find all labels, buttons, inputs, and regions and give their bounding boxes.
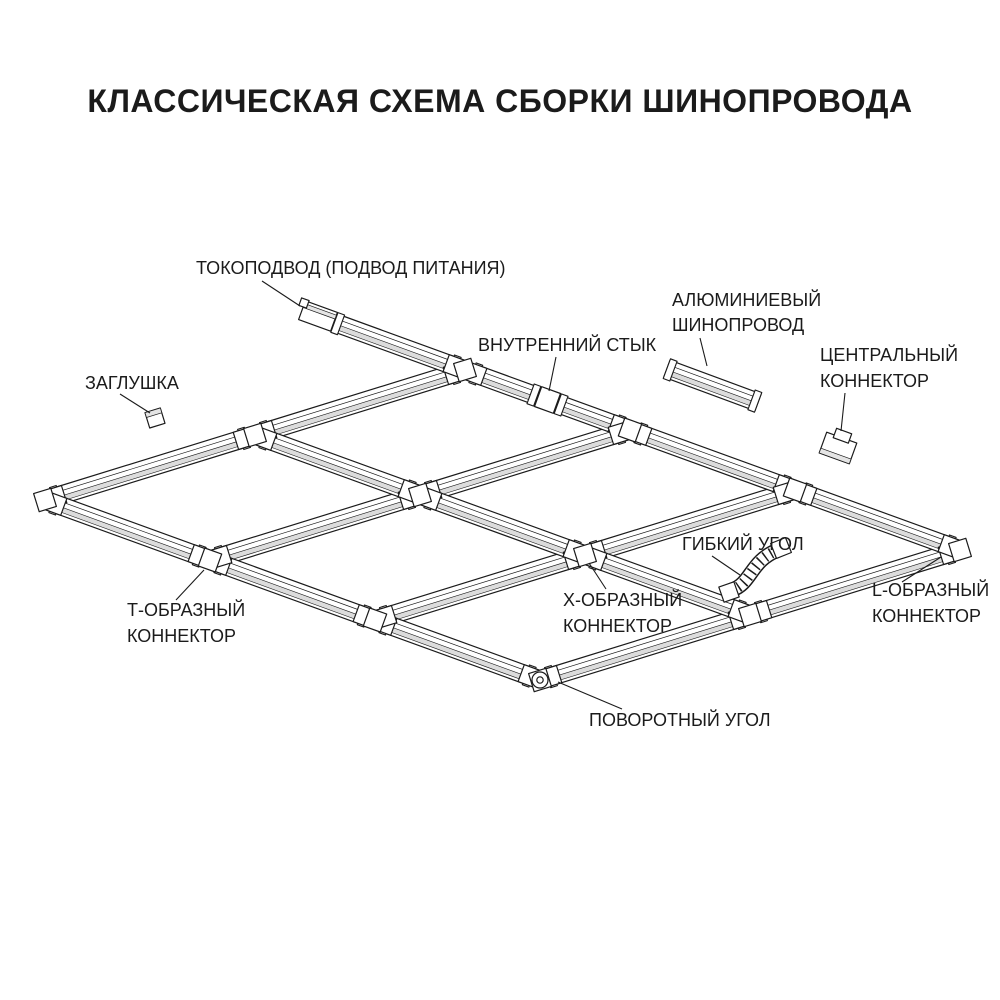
l-connector-piece xyxy=(32,487,58,513)
label-x-connector-line1: Х-ОБРАЗНЫЙ xyxy=(563,589,682,610)
label-central-connector-line1: ЦЕНТРАЛЬНЫЙ xyxy=(820,344,958,365)
leader-central-connector xyxy=(840,392,846,432)
leader-power-feed xyxy=(261,280,301,307)
leader-lines xyxy=(119,280,942,710)
track-rail xyxy=(526,383,542,407)
leader-t-connector xyxy=(175,569,205,601)
track-rail xyxy=(635,433,788,494)
flexible-corner-piece xyxy=(726,544,784,596)
labels: ТОКОПОДВОД (ПОДВОД ПИТАНИЯ) ЗАГЛУШКА ВНУ… xyxy=(85,258,989,730)
track-rail xyxy=(425,498,578,559)
label-inner-joint: ВНУТРЕННИЙ СТЫК xyxy=(478,334,657,355)
leader-rotary-corner xyxy=(557,681,623,710)
track-rail xyxy=(593,553,744,609)
track-rail xyxy=(380,623,533,684)
label-aluminum-busbar-line2: ШИНОПРОВОД xyxy=(672,315,804,335)
l-connector-piece xyxy=(947,537,973,563)
assembly-drawing xyxy=(32,297,973,693)
track-rail xyxy=(427,432,625,499)
power-feed-piece xyxy=(298,297,310,309)
track-rail xyxy=(756,548,952,610)
leader-l-connector xyxy=(901,556,942,583)
leader-inner-joint xyxy=(548,356,557,392)
leader-flexible-corner xyxy=(711,555,741,576)
track-rail xyxy=(428,493,579,549)
track-rail xyxy=(426,428,622,490)
x-connector-piece xyxy=(408,482,432,508)
track-rail xyxy=(381,553,577,615)
track-rail xyxy=(591,488,787,550)
track-rail xyxy=(50,503,203,564)
track-rail xyxy=(262,372,460,439)
leader-end-cap xyxy=(119,393,151,414)
t-connector-piece xyxy=(617,417,643,443)
track-rail xyxy=(638,428,789,484)
x-connector-piece xyxy=(572,542,598,568)
track-rail xyxy=(383,618,534,674)
track-rail xyxy=(260,438,413,499)
t-connector-piece xyxy=(453,357,477,383)
track-rail xyxy=(382,557,580,624)
label-t-connector-line2: КОННЕКТОР xyxy=(127,626,236,646)
track-rail xyxy=(51,433,247,495)
label-rotary-corner: ПОВОРОТНЫЙ УГОЛ xyxy=(589,709,771,730)
track-rail xyxy=(800,493,953,554)
track-rail xyxy=(217,497,415,564)
track-rail xyxy=(261,368,457,430)
t-connector-piece xyxy=(197,547,223,573)
t-connector-piece xyxy=(737,602,763,628)
flexible-corner-piece xyxy=(769,536,793,560)
track-rail xyxy=(546,613,742,675)
t-connector-piece xyxy=(782,477,808,503)
track-rail xyxy=(331,323,458,374)
rotary-corner-piece xyxy=(536,676,544,684)
label-power-feed: ТОКОПОДВОД (ПОДВОД ПИТАНИЯ) xyxy=(196,258,506,278)
track-rail xyxy=(263,433,414,489)
label-x-connector-line2: КОННЕКТОР xyxy=(563,616,672,636)
track-rail xyxy=(335,318,459,364)
central-connector-piece xyxy=(832,427,853,444)
internal-joint-piece xyxy=(533,386,562,414)
label-end-cap: ЗАГЛУШКА xyxy=(85,373,179,393)
track-rail xyxy=(218,558,369,614)
end-cap-piece xyxy=(144,407,163,418)
diagram-title: КЛАССИЧЕСКАЯ СХЕМА СБОРКИ ШИНОПРОВОДА xyxy=(87,83,912,119)
track-rail xyxy=(330,312,346,336)
label-l-connector-line1: L-ОБРАЗНЫЙ xyxy=(872,579,989,600)
track-rail xyxy=(216,493,412,555)
track-rail xyxy=(52,437,250,504)
track-rail xyxy=(53,498,204,554)
flexible-corner-piece xyxy=(729,544,781,596)
aluminum-rail-piece xyxy=(662,358,678,382)
track-rail xyxy=(803,488,954,544)
leader-x-connector xyxy=(588,562,607,590)
central-connector-piece xyxy=(818,447,852,465)
aluminum-rail-piece xyxy=(747,389,763,413)
t-connector-piece xyxy=(362,607,388,633)
label-l-connector-line2: КОННЕКТОР xyxy=(872,606,981,626)
leader-aluminum-busbar xyxy=(699,337,708,367)
label-t-connector-line1: Т-ОБРАЗНЫЙ xyxy=(127,599,245,620)
label-aluminum-busbar-line1: АЛЮМИНИЕВЫЙ xyxy=(672,289,821,310)
track-rail xyxy=(553,393,569,417)
label-central-connector-line2: КОННЕКТОР xyxy=(820,371,929,391)
label-flexible-corner: ГИБКИЙ УГОЛ xyxy=(682,533,804,554)
t-connector-piece xyxy=(243,422,267,448)
aluminum-rail-piece xyxy=(668,364,760,399)
flexible-corner-piece xyxy=(718,581,740,603)
